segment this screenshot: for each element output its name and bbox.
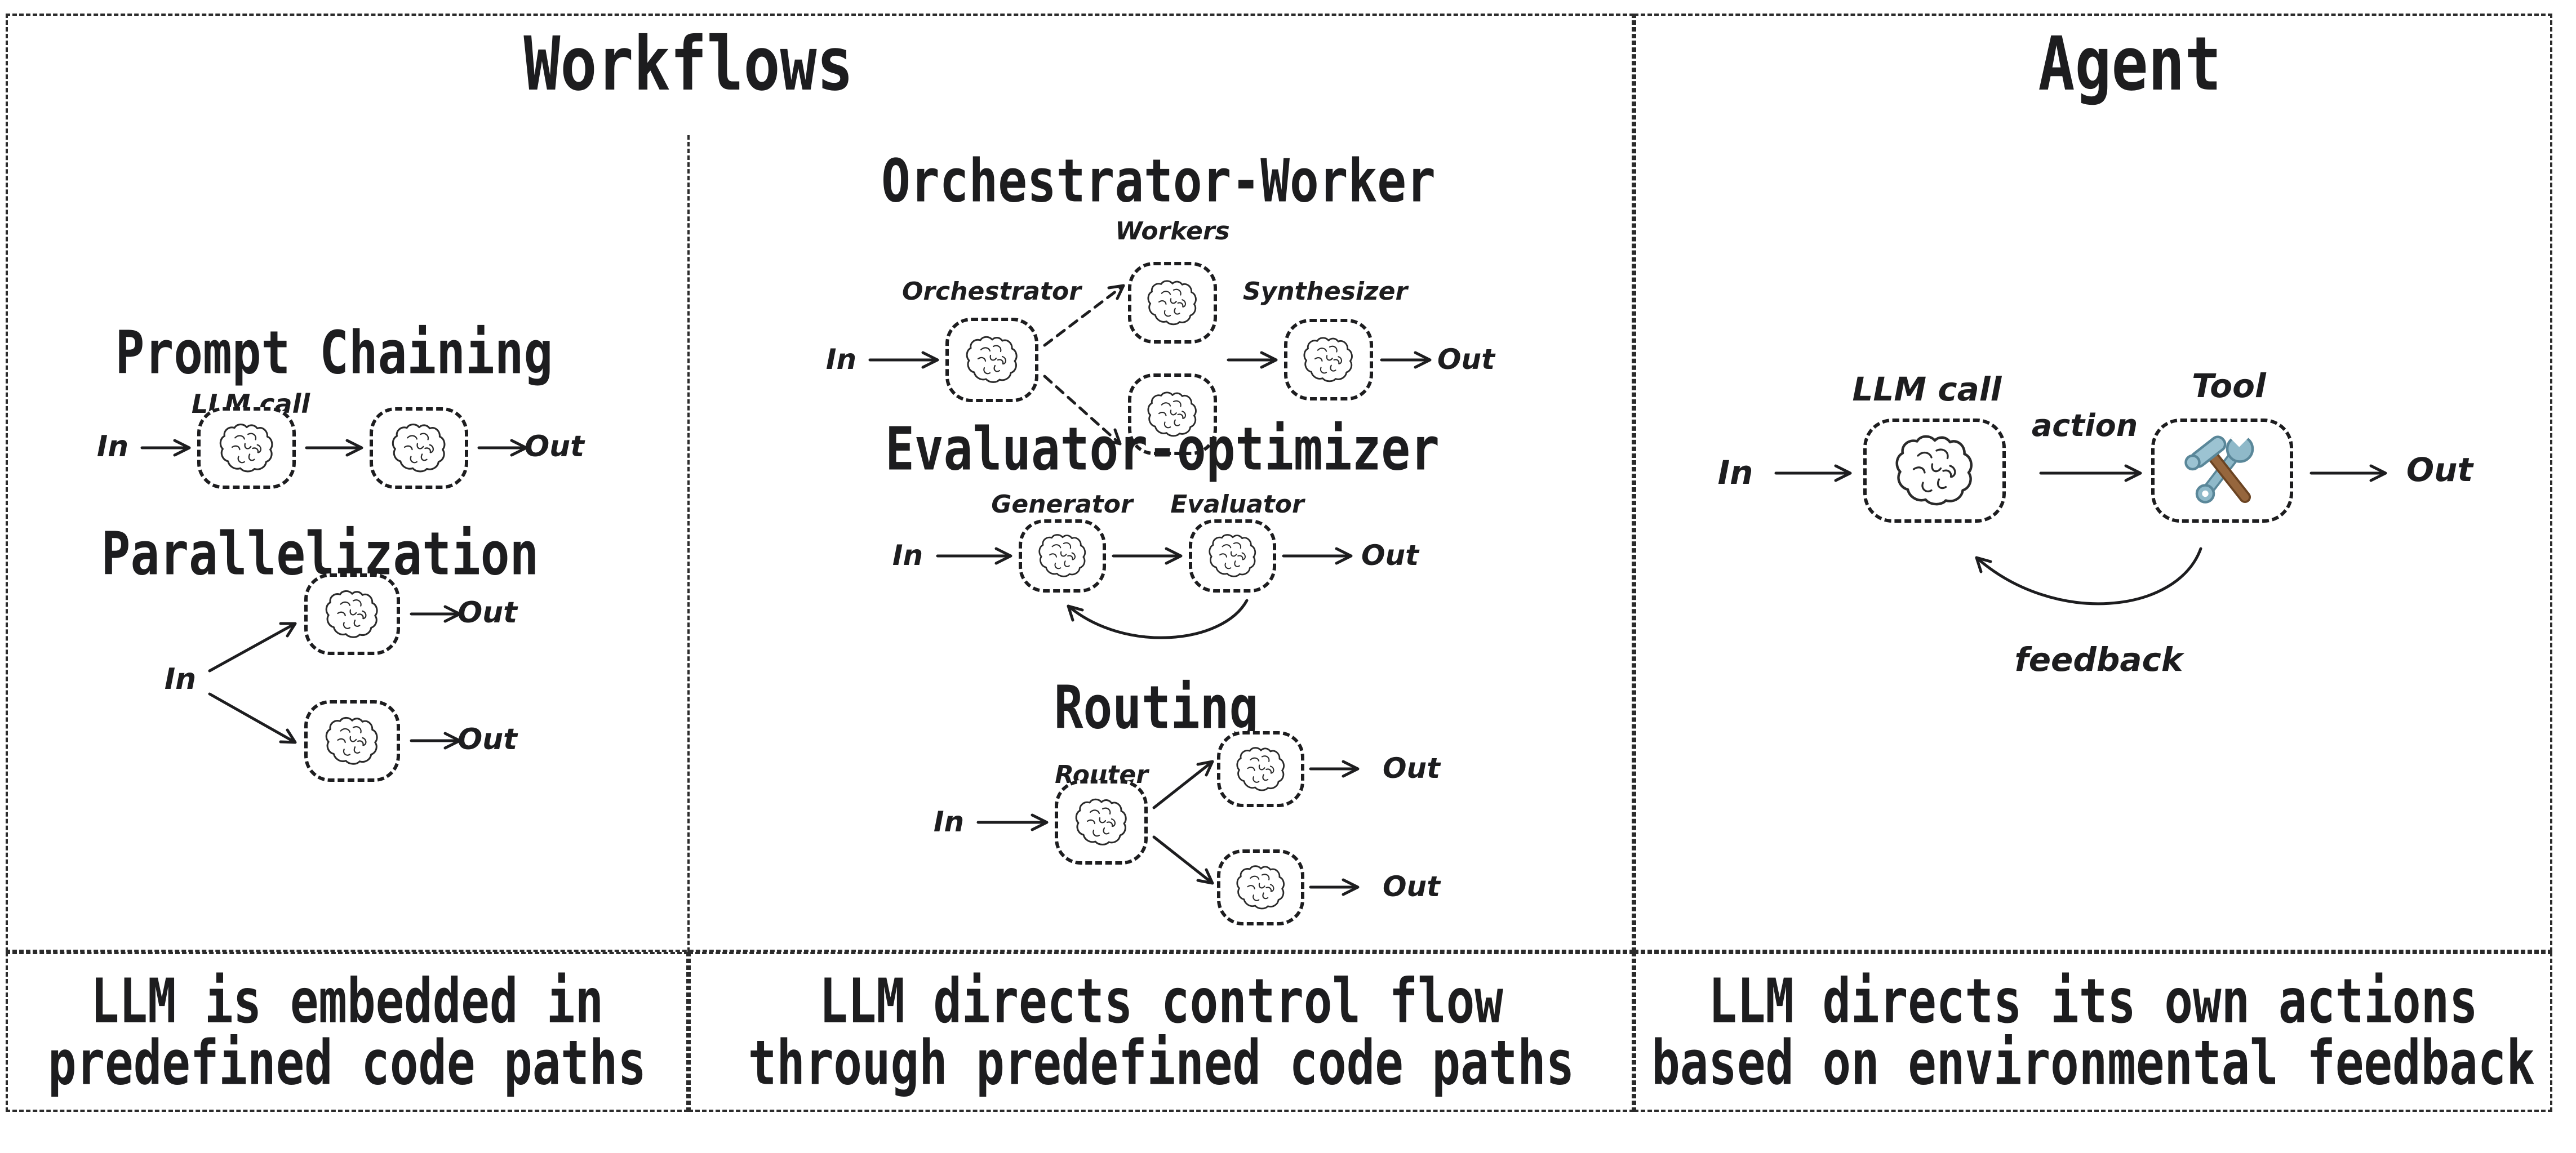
workers-to-synthesizer-arrow: [1227, 351, 1278, 369]
brain-icon: [1145, 276, 1200, 330]
agent-feedback-curve-arrow: [1975, 547, 2202, 606]
brain-icon: [323, 713, 381, 770]
prompt-chaining-arrow-2: [305, 439, 363, 457]
caption-cell-workflows-left: LLM is embedded in predefined code paths: [6, 952, 689, 1112]
prompt-chaining-arrow-3: [477, 439, 528, 457]
brain-icon: [1893, 429, 1977, 513]
agent-llm-box: [1863, 419, 2006, 523]
generator-box: [1019, 519, 1106, 593]
brain-icon: [1302, 333, 1356, 387]
synthesizer-box: [1284, 319, 1373, 400]
worker-box-top: [1128, 262, 1217, 344]
orchestrator-in-arrow: [868, 351, 939, 369]
hammer-wrench-icon: [2180, 429, 2264, 513]
router-branch-arrow-up: [1152, 760, 1214, 809]
brain-icon: [323, 586, 381, 643]
routing-target-box-bottom: [1217, 849, 1304, 925]
in-label: In: [164, 662, 197, 696]
agent-action-arrow: [2039, 464, 2142, 482]
caption-line: through predefined code paths: [748, 1026, 1575, 1099]
out-label: Out: [1382, 870, 1440, 903]
router-in-arrow: [976, 813, 1049, 831]
orchestrator-worker-title: Orchestrator-Worker: [881, 146, 1436, 216]
evaluator-out-arrow: [1282, 547, 1353, 565]
agent-tool-box: [2151, 419, 2293, 523]
parallelization-branch-arrow-down: [208, 692, 297, 744]
routing-out-arrow-top: [1309, 760, 1360, 778]
caption-text: LLM is embedded in predefined code paths: [48, 971, 646, 1093]
in-label: In: [933, 805, 965, 838]
router-box: [1055, 780, 1148, 865]
out-label: Out: [1361, 539, 1419, 572]
parallelization-branch-arrow-up: [208, 622, 297, 673]
llm-call-label: LLM call: [1852, 370, 2002, 408]
workflows-column-divider: [687, 135, 690, 952]
caption-line: predefined code paths: [47, 1026, 647, 1099]
brain-icon: [217, 419, 276, 478]
generator-to-evaluator-arrow: [1112, 547, 1183, 565]
in-label: In: [825, 343, 857, 376]
agent-in-arrow: [1774, 464, 1852, 482]
caption-line: LLM directs its own actions: [1708, 965, 2478, 1038]
workflows-panel: [6, 14, 1634, 952]
evaluator-label: Evaluator: [1170, 490, 1304, 519]
evaluator-feedback-curve-arrow: [1067, 599, 1249, 639]
worker-box-bottom: [1128, 373, 1217, 455]
brain-icon: [1037, 530, 1089, 582]
routing-target-box-top: [1217, 731, 1304, 807]
orchestrator-dashed-arrow-down: [1043, 375, 1122, 446]
caption-cell-workflows-right: LLM directs control flow through predefi…: [689, 952, 1634, 1112]
routing-title: Routing: [1054, 673, 1259, 742]
caption-cell-agent: LLM directs its own actions based on env…: [1634, 952, 2552, 1112]
parallelization-out-arrow-top: [410, 605, 461, 623]
out-label: Out: [1382, 752, 1440, 785]
prompt-chaining-llm-box-2: [370, 407, 468, 489]
in-label: In: [1717, 453, 1753, 492]
orchestrator-dashed-arrow-up: [1043, 284, 1125, 347]
workflows-title: Workflows: [523, 21, 854, 108]
evaluator-in-arrow: [936, 547, 1012, 565]
caption-text: LLM directs its own actions based on env…: [1651, 971, 2535, 1093]
caption-line: LLM directs control flow: [819, 965, 1503, 1038]
brain-icon: [1234, 861, 1287, 914]
parallelization-llm-box-top: [304, 573, 400, 655]
brain-icon: [1207, 530, 1259, 582]
parallelization-out-arrow-bottom: [410, 732, 461, 750]
in-label: In: [96, 430, 129, 464]
caption-line: based on environmental feedback: [1651, 1026, 2535, 1099]
generator-label: Generator: [991, 490, 1133, 519]
brain-icon: [964, 332, 1020, 388]
synthesizer-label: Synthesizer: [1242, 277, 1408, 306]
prompt-chaining-arrow-1: [140, 439, 191, 457]
out-label: Out: [457, 596, 518, 630]
agent-out-arrow: [2309, 464, 2387, 482]
evaluator-optimizer-title: Evaluator-optimizer: [885, 415, 1440, 484]
orchestrator-box: [945, 318, 1038, 402]
router-branch-arrow-down: [1152, 835, 1214, 885]
tool-label: Tool: [2192, 367, 2266, 405]
routing-out-arrow-bottom: [1309, 878, 1360, 896]
synthesizer-out-arrow: [1380, 351, 1432, 369]
out-label: Out: [1437, 343, 1495, 376]
out-label: Out: [524, 430, 585, 464]
agent-panel: [1634, 14, 2552, 952]
brain-icon: [390, 419, 448, 478]
prompt-chaining-llm-box-1: [197, 407, 296, 489]
action-label: action: [2031, 408, 2138, 443]
brain-icon: [1073, 794, 1130, 851]
brain-icon: [1234, 743, 1287, 796]
prompt-chaining-title: Prompt Chaining: [115, 318, 553, 388]
agent-title: Agent: [2038, 21, 2222, 108]
caption-text: LLM directs control flow through predefi…: [748, 971, 1575, 1093]
orchestrator-label: Orchestrator: [902, 277, 1081, 306]
out-label: Out: [457, 723, 518, 756]
feedback-label: feedback: [2014, 640, 2183, 679]
evaluator-box: [1189, 519, 1276, 593]
in-label: In: [892, 539, 923, 572]
parallelization-llm-box-bottom: [304, 700, 400, 782]
workers-label: Workers: [1115, 217, 1230, 246]
caption-line: LLM is embedded in: [90, 965, 604, 1038]
out-label: Out: [2406, 451, 2473, 489]
